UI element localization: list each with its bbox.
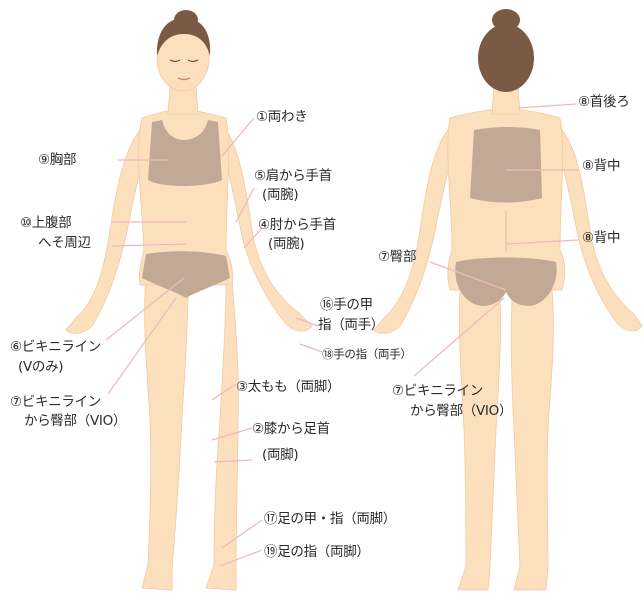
- front-figure: [66, 10, 312, 590]
- label-lower-back: ⑧背中: [582, 229, 620, 247]
- back-head: [478, 24, 534, 92]
- label-knee-to-ankle-note: (両脚): [262, 446, 298, 464]
- label-foot-back: ⑰足の甲・指（両脚）: [264, 510, 396, 528]
- back-left-leg: [458, 290, 501, 590]
- back-hair-bun: [492, 9, 520, 31]
- label-bikini-v: ⑥ビキニライン: [10, 338, 101, 356]
- label-toes: ⑲足の指（両脚）: [264, 543, 370, 561]
- label-bikini-to-hip-front-note: から臀部（VIO）: [24, 412, 126, 430]
- label-upper-abdomen: ⑩上腹部: [20, 214, 71, 232]
- label-knee-to-ankle: ②膝から足首: [252, 420, 330, 438]
- label-upper-back: ⑧背中: [582, 157, 620, 175]
- back-briefs: [455, 258, 556, 307]
- label-shoulder-to-wrist-note: (両腕): [262, 186, 298, 204]
- label-hand-back-note: 指（両手）: [318, 316, 384, 334]
- front-hair-bun: [174, 10, 198, 30]
- label-bikini-v-note: (Vのみ): [18, 358, 63, 376]
- label-elbow-to-wrist-note: (両腕): [268, 235, 304, 253]
- label-elbow-to-wrist: ④肘から手首: [258, 216, 336, 234]
- label-thigh: ③太もも（両脚）: [236, 378, 340, 396]
- label-buttocks: ⑦臀部: [378, 248, 416, 266]
- label-bikini-to-hip-front: ⑦ビキニライン: [10, 393, 101, 411]
- label-chest: ⑨胸部: [38, 151, 76, 169]
- front-left-leg: [142, 272, 188, 590]
- back-right-leg: [511, 290, 553, 590]
- label-armpit: ①両わき: [256, 108, 307, 126]
- label-neck-back: ⑧首後ろ: [578, 93, 629, 111]
- label-bikini-to-hip-back-note: から臀部（VIO）: [410, 402, 512, 420]
- label-hand-back: ⑯手の甲: [320, 296, 373, 314]
- back-bra: [470, 127, 542, 203]
- label-bikini-to-hip-back: ⑦ビキニライン: [392, 382, 483, 400]
- front-right-leg: [206, 280, 239, 590]
- label-navel-area: へそ周辺: [38, 234, 91, 252]
- label-shoulder-to-wrist: ⑤肩から手首: [254, 167, 332, 185]
- back-left-arm: [374, 130, 454, 333]
- label-fingers: ⑱手の指（両手）: [322, 345, 412, 363]
